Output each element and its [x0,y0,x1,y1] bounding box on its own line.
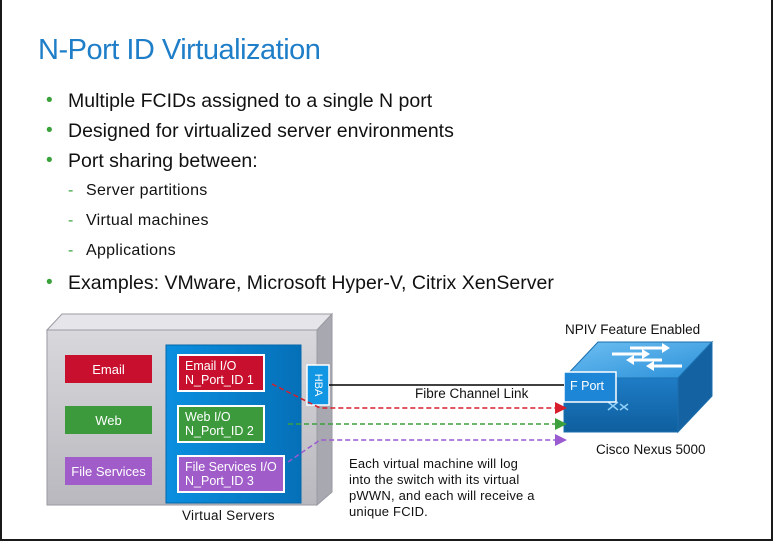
bullet-text: Port sharing between: [68,150,258,172]
sub-bullet-item: - Applications [68,236,554,266]
virtual-io-email-port: N_Port_ID 1 [185,373,254,387]
login-note-line: pWWN, and each will receive a [349,488,535,503]
bullet-item: • Examples: VMware, Microsoft Hyper-V, C… [46,270,554,296]
virtual-io-email: Email I/O N_Port_ID 1 [177,354,265,392]
dash-icon: - [68,182,74,199]
virtual-io-file-services-name: File Services I/O [185,460,277,474]
file-services-virtual-path [287,434,567,463]
f-port-box [563,371,617,403]
bullet-item: • Multiple FCIDs assigned to a single N … [46,88,554,114]
host-box-side [316,312,333,507]
dash-icon: - [68,212,74,229]
login-note-line: unique FCID. [349,504,428,519]
bullet-list: • Multiple FCIDs assigned to a single N … [46,88,554,300]
virtual-servers-label: Virtual Servers [182,508,275,523]
bullet-dot-icon: • [46,120,53,141]
login-note-line: into the switch with its virtual [349,472,520,487]
sub-bullet-text: Virtual machines [86,212,209,229]
fibre-channel-link-label: Fibre Channel Link [415,386,529,401]
server-file-services: File Services [65,457,152,485]
bullet-item: • Designed for virtualized server enviro… [46,118,554,144]
npiv-feature-label: NPIV Feature Enabled [565,322,701,337]
bullet-dot-icon: • [46,150,53,171]
virtual-io-file-services-port: N_Port_ID 3 [185,474,254,488]
sub-bullet-item: - Virtual machines [68,206,554,236]
sub-bullet-list: - Server partitions - Virtual machines -… [68,176,554,266]
virtual-io-web-name: Web I/O [185,410,231,424]
email-virtual-path [271,383,567,414]
sub-bullet-text: Server partitions [86,182,208,199]
sub-bullet-text: Applications [86,242,176,259]
host-box-top [45,313,334,331]
sub-bullet-item: - Server partitions [68,176,554,206]
f-port-label: F Port [570,379,605,393]
login-note-line: Each virtual machine will log [349,456,519,471]
bullet-text: Designed for virtualized server environm… [68,120,454,142]
bullet-text: Multiple FCIDs assigned to a single N po… [68,90,433,112]
slide-title: N-Port ID Virtualization [38,34,321,66]
server-web-label: Web [95,412,122,428]
hba-label: HBA [312,374,324,397]
bullet-dot-icon: • [46,90,53,111]
dash-icon: - [68,242,74,259]
virtual-io-file-services: File Services I/O N_Port_ID 3 [177,455,285,493]
switch-label: Cisco Nexus 5000 [596,442,706,457]
virtual-io-web: Web I/O N_Port_ID 2 [177,405,265,443]
server-email: Email [65,355,152,383]
server-web: Web [65,406,152,434]
virtual-io-web-port: N_Port_ID 2 [185,424,254,438]
virtual-io-email-name: Email I/O [185,359,237,373]
server-email-label: Email [92,361,125,377]
bullet-item: • Port sharing between: - Server partiti… [46,148,554,266]
bullet-text: Examples: VMware, Microsoft Hyper-V, Cit… [68,272,554,294]
server-file-services-label: File Services [71,463,146,479]
bullet-dot-icon: • [46,272,53,293]
login-note: Each virtual machine will log into the s… [349,456,535,520]
